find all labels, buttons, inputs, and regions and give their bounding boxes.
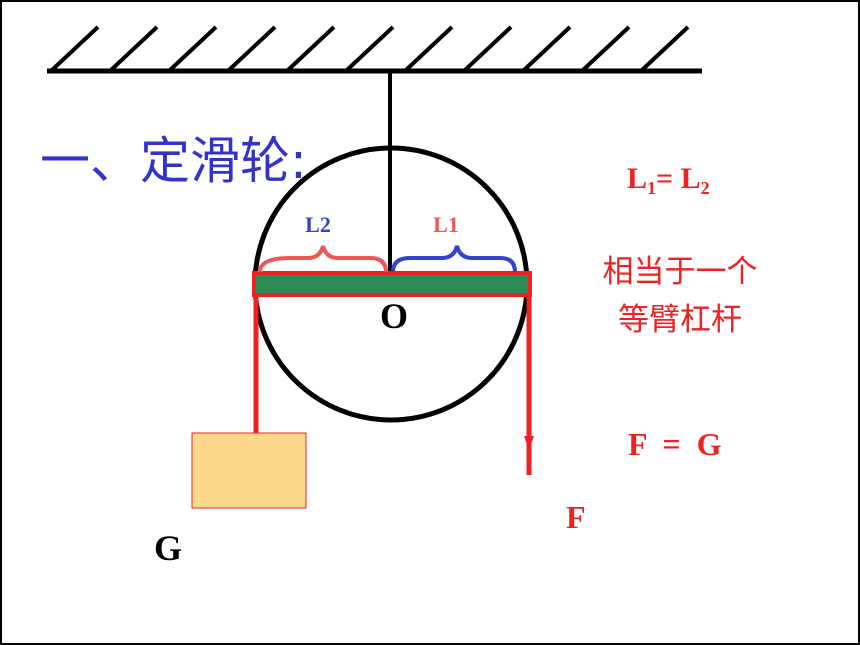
- ceiling-hatch-line: [50, 25, 100, 72]
- weight-label: G: [154, 528, 182, 568]
- weight-block: [191, 432, 307, 509]
- right-arm-label: L1: [433, 212, 459, 237]
- equation-equals: =: [656, 162, 681, 195]
- ceiling-hatch-line: [581, 25, 631, 72]
- description-line-1: 相当于一个: [603, 254, 758, 290]
- equation-l1: L: [627, 162, 647, 195]
- arm-equation: L1= L2: [627, 162, 710, 198]
- ceiling-hatch-line: [345, 25, 395, 72]
- ceiling-hatch-line: [463, 25, 513, 72]
- ceiling-hatch-line: [286, 25, 336, 72]
- pivot-label: O: [380, 296, 408, 336]
- ceiling-hatch-line: [168, 25, 218, 72]
- ceiling-hatching: [50, 25, 690, 72]
- ceiling: [47, 25, 702, 74]
- force-equation: F = G: [628, 426, 722, 462]
- ceiling-hatch-line: [109, 25, 159, 72]
- left-arm-brace: [258, 245, 388, 273]
- ceiling-hatch-line: [640, 25, 690, 72]
- left-arm-label: L2: [305, 212, 331, 237]
- ceiling-hatch-line: [404, 25, 454, 72]
- equation-l2-sub: 2: [701, 178, 710, 198]
- equation-l2: L: [681, 162, 701, 195]
- force-arrow-head: [524, 436, 534, 450]
- force-label: F: [566, 499, 586, 535]
- ceiling-hatch-line: [227, 25, 277, 72]
- description-line-2: 等臂杠杆: [618, 302, 742, 338]
- slide-title: 一、定滑轮:: [40, 132, 307, 190]
- lever-bar: [252, 271, 532, 297]
- equation-l1-sub: 1: [647, 178, 656, 198]
- ceiling-hatch-line: [522, 25, 572, 72]
- right-arm-brace: [391, 245, 517, 273]
